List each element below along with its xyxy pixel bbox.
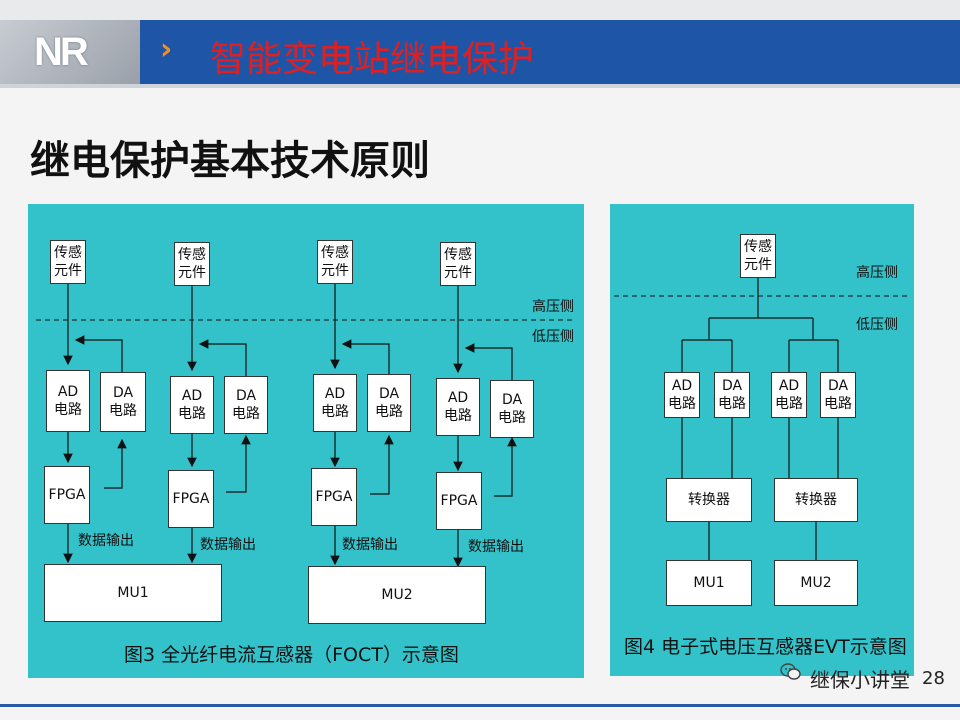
sensor-box: 传感 元件	[440, 242, 476, 286]
footer-line	[0, 704, 960, 707]
fpga-box: FPGA	[44, 466, 90, 524]
ad-circuit-box: AD 电路	[436, 378, 480, 436]
evt-connectors	[614, 278, 910, 560]
ad-circuit-box: AD 电路	[771, 372, 807, 418]
high-voltage-side-label: 高压侧	[532, 299, 574, 315]
foct-diagram-panel: 传感 元件 AD 电路 DA 电路 FPGA 数据输出 传感 元件 AD 电路 …	[28, 204, 584, 678]
nr-logo: NR	[34, 30, 89, 74]
evt-diagram-panel: 传感 元件 高压侧 低压侧 AD 电路 DA 电路 AD 电路 DA 电路 转换…	[610, 204, 914, 676]
da-circuit-box: DA 电路	[224, 376, 268, 434]
data-output-label: 数据输出	[200, 537, 256, 553]
ad-circuit-box: AD 电路	[46, 370, 90, 432]
high-voltage-side-label: 高压侧	[856, 265, 898, 281]
da-circuit-box: DA 电路	[100, 372, 146, 432]
low-voltage-side-label: 低压侧	[856, 317, 898, 333]
fpga-box: FPGA	[168, 470, 214, 528]
data-output-label: 数据输出	[78, 533, 134, 549]
fpga-box: FPGA	[436, 472, 482, 530]
mu2-box: MU2	[774, 560, 858, 606]
sensor-box: 传感 元件	[317, 240, 353, 284]
converter-box: 转换器	[666, 478, 752, 522]
foct-connectors	[36, 282, 576, 568]
ad-circuit-box: AD 电路	[664, 372, 700, 418]
header-divider	[0, 84, 960, 88]
da-circuit-box: DA 电路	[490, 380, 534, 438]
chevron-right-icon: ›	[160, 32, 173, 67]
page-title: 继电保护基本技术原则	[30, 138, 430, 184]
fpga-box: FPGA	[311, 468, 357, 526]
wechat-icon	[780, 663, 801, 680]
da-circuit-box: DA 电路	[714, 372, 750, 418]
evt-caption: 图4 电子式电压互感器EVT示意图	[624, 636, 907, 658]
converter-box: 转换器	[774, 478, 858, 522]
low-voltage-side-label: 低压侧	[532, 329, 574, 345]
page-number: 28	[922, 668, 945, 689]
ad-circuit-box: AD 电路	[170, 376, 214, 434]
mu1-box: MU1	[666, 560, 752, 606]
brand-watermark: 继保小讲堂	[810, 668, 910, 692]
header-title: 智能变电站继电保护	[210, 39, 535, 80]
sensor-box: 传感 元件	[740, 234, 776, 278]
da-circuit-box: DA 电路	[367, 374, 411, 432]
da-circuit-box: DA 电路	[820, 372, 856, 418]
ad-circuit-box: AD 电路	[313, 374, 357, 432]
data-output-label: 数据输出	[468, 539, 524, 555]
mu1-box: MU1	[44, 564, 222, 622]
foct-caption: 图3 全光纤电流互感器（FOCT）示意图	[124, 644, 459, 666]
sensor-box: 传感 元件	[174, 242, 210, 286]
mu2-box: MU2	[308, 566, 486, 624]
logo-area	[0, 20, 140, 84]
data-output-label: 数据输出	[342, 537, 398, 553]
sensor-box: 传感 元件	[50, 240, 86, 284]
header-band	[140, 20, 960, 84]
